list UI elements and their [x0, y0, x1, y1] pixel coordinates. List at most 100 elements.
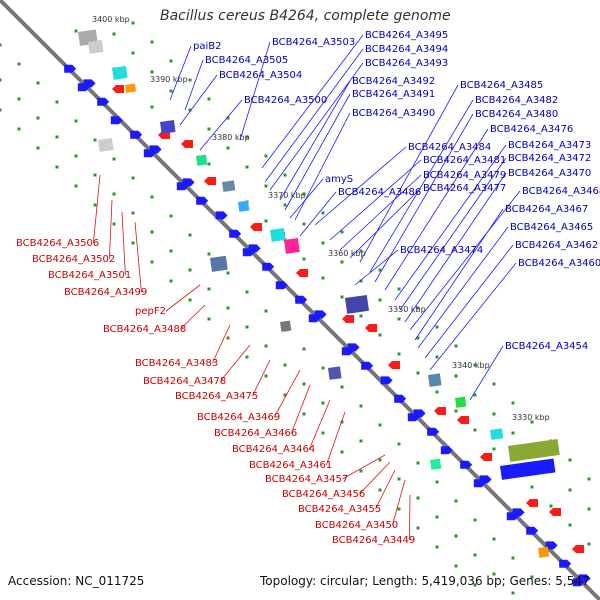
guide-dot	[93, 203, 97, 207]
guide-dot	[359, 439, 363, 443]
forward-gene-label: BCB4264_A3465	[510, 222, 593, 233]
forward-gene-arrow	[229, 229, 242, 238]
guide-dot	[264, 184, 268, 188]
reverse-gene-arrow	[365, 324, 377, 332]
reverse-leader-line	[274, 369, 301, 418]
guide-dot	[188, 108, 192, 112]
scale-tick-label: 3330 kbp	[512, 413, 550, 422]
guide-dot	[549, 504, 553, 508]
guide-dot	[435, 545, 439, 549]
gene-block	[455, 396, 467, 408]
gene-block	[196, 154, 208, 166]
forward-gene-label: BCB4264_A3474	[400, 245, 483, 256]
forward-gene-label: BCB4264_A3479	[423, 170, 506, 181]
guide-dot	[226, 116, 230, 120]
forward-gene-label: BCB4264_A3480	[475, 109, 558, 120]
guide-dot	[397, 317, 401, 321]
forward-gene-label: BCB4264_A3490	[352, 108, 435, 119]
guide-dot	[340, 230, 344, 234]
gene-block	[98, 138, 114, 152]
gene-block	[283, 238, 300, 254]
reverse-gene-arrow	[388, 361, 400, 369]
guide-dot	[283, 203, 287, 207]
forward-gene-arrow	[361, 361, 374, 370]
guide-dot	[0, 43, 2, 47]
gene-block	[538, 546, 550, 558]
forward-leader-line	[239, 41, 271, 141]
gene-block	[160, 120, 176, 134]
forward-leader-line	[374, 113, 474, 283]
forward-gene-arrow	[64, 64, 77, 73]
forward-gene-arrow	[242, 248, 255, 257]
scale-tick-label: 3350 kbp	[388, 305, 426, 314]
forward-gene-label: BCB4264_A3472	[508, 153, 591, 164]
guide-dot	[568, 523, 572, 527]
guide-dot	[511, 401, 515, 405]
reverse-leader-line	[326, 411, 346, 466]
forward-gene-arrow	[110, 116, 123, 125]
guide-dot	[473, 363, 477, 367]
guide-dot	[245, 355, 249, 359]
reverse-gene-label: BCB4264_A3506	[16, 238, 99, 249]
guide-dot	[36, 81, 40, 85]
guide-dot	[264, 344, 268, 348]
guide-dot	[188, 268, 192, 272]
gene-block	[328, 366, 342, 380]
guide-dot	[55, 135, 59, 139]
guide-dot	[492, 412, 496, 416]
forward-gene-arrow	[97, 97, 110, 106]
forward-leader-line	[384, 128, 489, 291]
guide-dot	[131, 176, 135, 180]
reverse-gene-label: BCB4264_A3469	[197, 412, 280, 423]
forward-gene-label: BCB4264_A3495	[365, 30, 448, 41]
forward-gene-arrow	[427, 427, 440, 436]
guide-dot	[245, 135, 249, 139]
forward-gene-arrow	[262, 262, 275, 271]
accession-text: Accession: NC_011725	[8, 574, 145, 588]
guide-dot	[207, 162, 211, 166]
guide-dot	[188, 233, 192, 237]
reverse-gene-label: BCB4264_A3466	[214, 428, 297, 439]
guide-dot	[530, 420, 534, 424]
guide-dot	[264, 154, 268, 158]
guide-dot	[169, 59, 173, 63]
forward-gene-arrow	[506, 512, 519, 521]
guide-dot	[378, 333, 382, 337]
guide-dot	[245, 165, 249, 169]
guide-dot	[511, 591, 515, 595]
genome-summary: Topology: circular; Length: 5,419,036 bp…	[260, 574, 590, 588]
guide-dot	[454, 409, 458, 413]
guide-dot	[397, 507, 401, 511]
forward-leader-line	[394, 144, 507, 301]
guide-dot	[359, 469, 363, 473]
guide-dot	[74, 29, 78, 33]
guide-dot	[454, 499, 458, 503]
guide-dot	[492, 447, 496, 451]
guide-dot	[150, 105, 154, 109]
guide-dot	[321, 431, 325, 435]
reverse-gene-arrow	[480, 453, 492, 461]
gene-block	[427, 373, 442, 387]
forward-gene-arrow	[341, 347, 354, 356]
guide-dot	[321, 211, 325, 215]
reverse-leader-line	[252, 359, 271, 397]
reverse-gene-label: BCB4264_A3499	[64, 287, 147, 298]
forward-gene-label: amyS	[325, 174, 353, 185]
guide-dot	[302, 412, 306, 416]
guide-dot	[131, 51, 135, 55]
guide-dot	[36, 116, 40, 120]
reverse-leader-line	[359, 461, 391, 495]
guide-dot	[587, 542, 591, 546]
reverse-leader-line	[93, 174, 101, 244]
guide-dot	[0, 78, 2, 82]
forward-gene-arrow	[460, 460, 473, 469]
forward-gene-label: BCB4264_A3500	[244, 95, 327, 106]
forward-gene-label: BCB4264_A3491	[352, 89, 435, 100]
reverse-leader-line	[121, 211, 126, 276]
reverse-gene-arrow	[181, 140, 193, 148]
gene-block	[125, 83, 137, 93]
forward-leader-line	[299, 191, 337, 237]
guide-dot	[150, 40, 154, 44]
forward-gene-label: BCB4264_A3485	[460, 80, 543, 91]
